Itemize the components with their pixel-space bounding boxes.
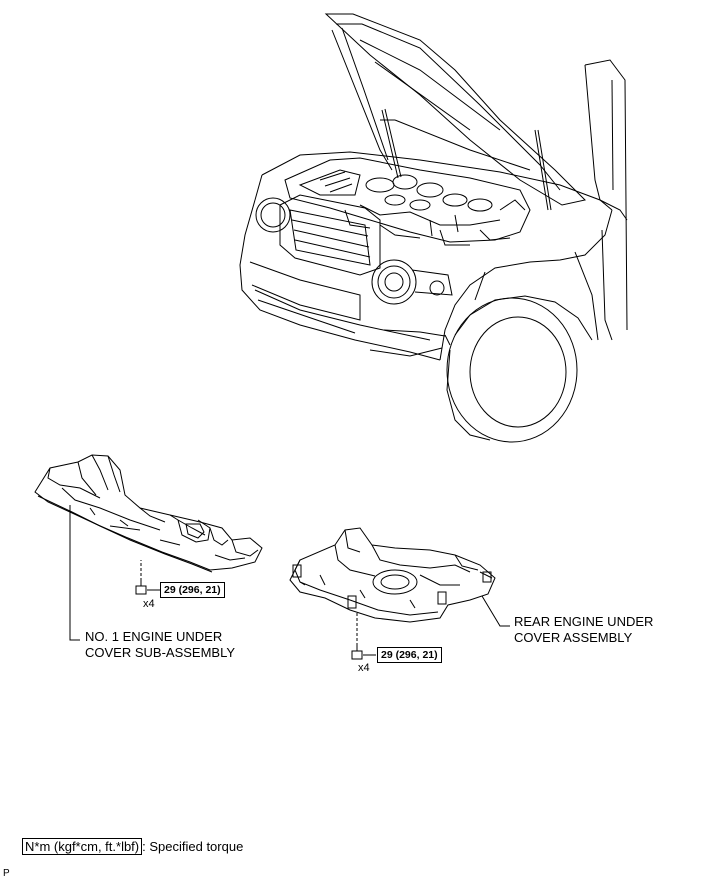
engine-bay (284, 157, 531, 246)
rear-cover-label-line2: COVER ASSEMBLY (514, 630, 633, 645)
open-hood (324, 13, 587, 211)
vehicle-body (239, 151, 613, 361)
rear-cover-label-line1: REAR ENGINE UNDER (514, 614, 654, 629)
torque-legend: N*m (kgf*cm, ft.*lbf): Specified torque (22, 838, 243, 856)
rear-cover-leader-line (481, 595, 510, 627)
cabin-outline (584, 59, 628, 341)
no1-torque-spec: 29 (296, 21) (160, 582, 225, 598)
no1-cover-label-line1: NO. 1 ENGINE UNDER (85, 629, 223, 644)
vehicle-front-illustration (239, 13, 628, 443)
rear-torque-spec: 29 (296, 21) (377, 647, 442, 663)
rear-engine-under-cover-part (289, 527, 510, 660)
rear-bolt-icon (351, 612, 376, 660)
front-wheel (446, 295, 593, 443)
no1-bolt-quantity: x4 (143, 598, 155, 610)
no1-cover-leader-line (69, 505, 80, 641)
corner-code: P (3, 868, 10, 879)
no1-engine-under-cover-part (34, 454, 263, 641)
torque-legend-description: : Specified torque (142, 839, 244, 854)
torque-unit-box: N*m (kgf*cm, ft.*lbf) (22, 838, 143, 855)
rear-bolt-quantity: x4 (358, 662, 370, 674)
no1-bolt-icon (135, 560, 160, 595)
no1-cover-label-line2: COVER SUB-ASSEMBLY (85, 645, 236, 660)
